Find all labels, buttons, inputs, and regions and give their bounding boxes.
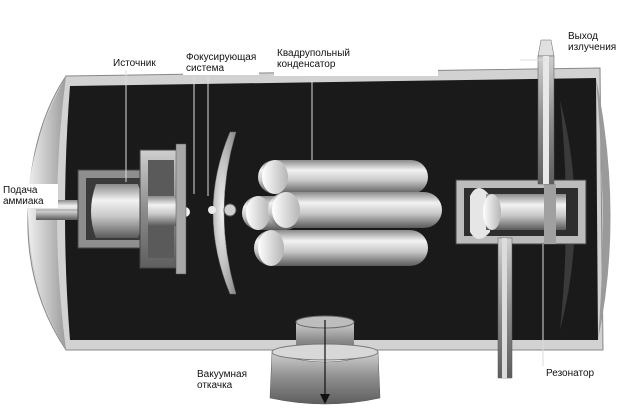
resonator	[456, 180, 586, 244]
label-resonator: Резонатор	[543, 367, 597, 380]
label-radiation-output: Выход излучения	[568, 31, 616, 53]
output-waveguide	[538, 40, 554, 184]
label-ammonia-feed: Подача аммиака	[0, 184, 58, 208]
label-focusing-system: Фокусирующая система	[183, 51, 259, 75]
label-source: Источник	[110, 57, 159, 70]
label-vacuum-pump: Вакуумная откачка	[194, 368, 250, 392]
resonator-support	[498, 238, 512, 378]
quadrupole-condenser	[242, 160, 442, 266]
label-quadrupole-condenser: Квадрупольный конденсатор	[274, 47, 438, 76]
